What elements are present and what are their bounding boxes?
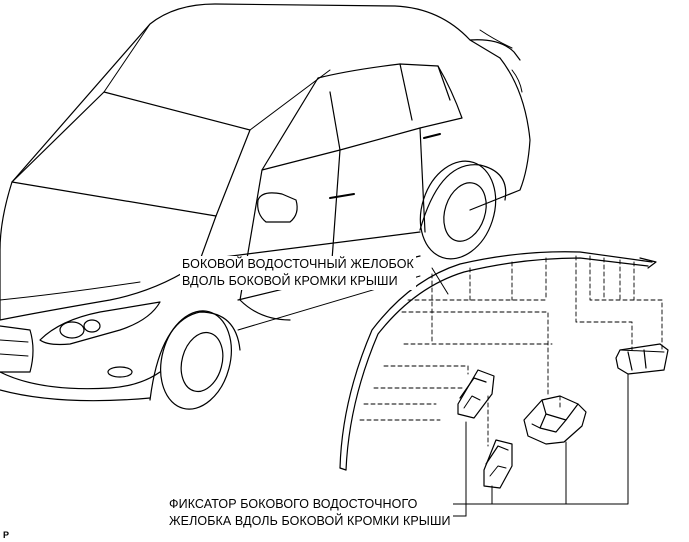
car-windshield xyxy=(11,91,251,217)
car-side-mirror xyxy=(257,192,298,223)
clip-callout: ФИКСАТОР БОКОВОГО ВОДОСТОЧНОГО ЖЕЛОБКА В… xyxy=(167,496,453,530)
gutter-clip-4 xyxy=(615,343,669,375)
gutter-leader-line xyxy=(431,267,449,295)
car-rear-body xyxy=(469,57,531,211)
car-side-windows xyxy=(261,63,463,171)
clip-callout-line2: ЖЕЛОБКА ВДОЛЬ БОКОВОЙ КРОМКИ КРЫШИ xyxy=(169,514,451,528)
gutter-callout-line2: ВДОЛЬ БОКОВОЙ КРОМКИ КРЫШИ xyxy=(182,274,398,288)
clip-leader-lines xyxy=(435,373,629,517)
car-hood xyxy=(0,181,201,321)
car-roof xyxy=(11,3,501,183)
gutter-clip-3 xyxy=(523,395,587,445)
gutter-callout: БОКОВОЙ ВОДОСТОЧНЫЙ ЖЕЛОБОК ВДОЛЬ БОКОВО… xyxy=(180,256,416,290)
car-headlight xyxy=(39,301,161,346)
gutter-clip-2 xyxy=(483,439,513,489)
roof-side-gutter xyxy=(339,251,657,471)
figure-code: P xyxy=(3,530,10,540)
projection-lines xyxy=(359,255,663,447)
car-front-wheel xyxy=(160,310,232,410)
car-illustration xyxy=(0,3,531,410)
clip-callout-line1: ФИКСАТОР БОКОВОГО ВОДОСТОЧНОГО xyxy=(169,497,418,511)
gutter-clip-1 xyxy=(457,369,495,419)
gutter-callout-line1: БОКОВОЙ ВОДОСТОЧНЫЙ ЖЕЛОБОК xyxy=(182,257,414,271)
